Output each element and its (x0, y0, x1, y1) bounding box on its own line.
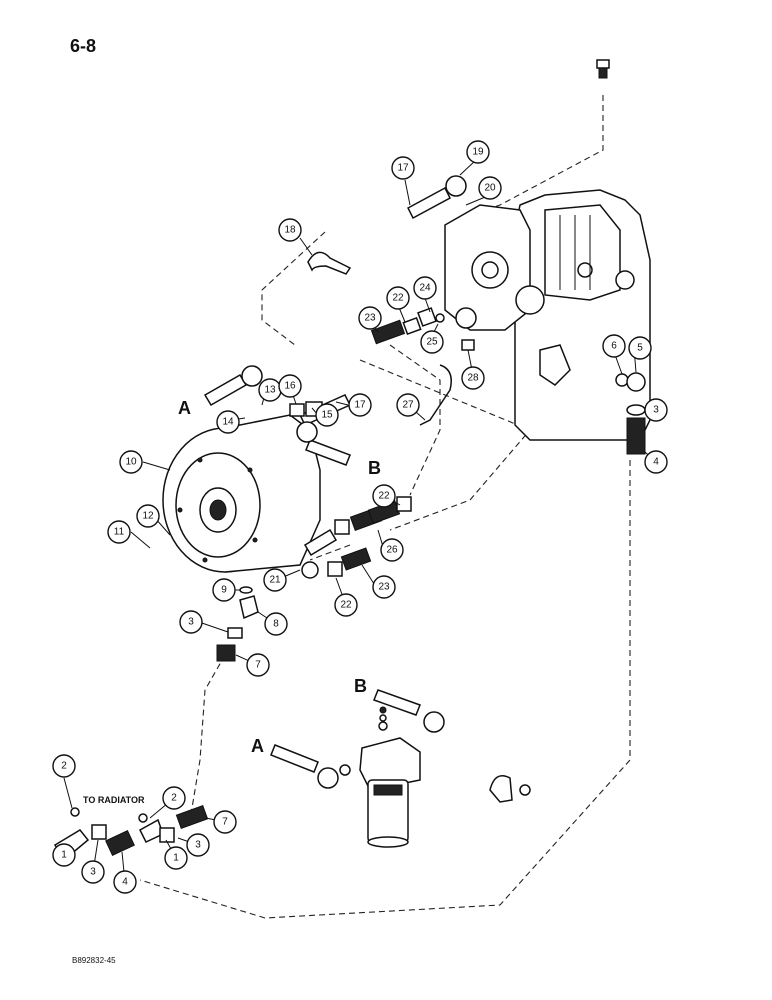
transmission-housing (444, 189, 651, 441)
callout-9: 9 (212, 578, 236, 602)
callout-23: 23 (372, 575, 396, 599)
callout-21: 21 (263, 568, 287, 592)
callout-14: 14 (216, 410, 240, 434)
callout-22: 22 (334, 593, 358, 617)
filter-assembly (359, 706, 421, 848)
callout-number: 21 (269, 575, 281, 586)
callout-2: 2 (52, 754, 76, 778)
callout-number: 7 (255, 660, 261, 671)
page-number: 6-8 (70, 36, 97, 56)
callout-number: 2 (171, 793, 177, 804)
callout-number: 16 (284, 381, 296, 392)
callout-number: 2 (61, 761, 67, 772)
callout-number: 3 (90, 867, 96, 878)
callout-number: 17 (354, 400, 366, 411)
callout-6: 6 (602, 334, 626, 358)
callout-17: 17 (391, 156, 415, 180)
callout-20: 20 (478, 176, 502, 200)
callout-3: 3 (81, 860, 105, 884)
callout-24: 24 (413, 276, 437, 300)
callout-number: 4 (653, 457, 659, 468)
callout-2: 2 (162, 786, 186, 810)
callout-number: 5 (637, 343, 643, 354)
callout-5: 5 (628, 336, 652, 360)
callout-11: 11 (107, 520, 131, 544)
callout-number: 1 (61, 850, 67, 861)
callout-16: 16 (278, 374, 302, 398)
callout-17: 17 (348, 393, 372, 417)
callout-number: 13 (264, 385, 276, 396)
callout-22: 22 (386, 286, 410, 310)
callout-number: 11 (114, 527, 125, 538)
callout-8: 8 (264, 612, 288, 636)
callout-number: 15 (321, 410, 333, 421)
callout-22: 22 (372, 484, 396, 508)
callout-18: 18 (278, 218, 302, 242)
callout-number: 12 (142, 511, 154, 522)
callout-number: 3 (195, 840, 201, 851)
connection-label-b-upper: B (368, 458, 381, 478)
callout-23: 23 (358, 306, 382, 330)
callout-number: 25 (426, 337, 438, 348)
callout-number: 7 (222, 817, 228, 828)
to-radiator-label: TO RADIATOR (83, 795, 145, 805)
callout-number: 6 (611, 341, 617, 352)
callout-25: 25 (420, 330, 444, 354)
callout-1: 1 (164, 846, 188, 870)
callout-number: 8 (273, 619, 279, 630)
callout-number: 22 (378, 491, 390, 502)
connection-label-a-upper: A (178, 398, 191, 418)
callout-3: 3 (179, 610, 203, 634)
callout-number: 9 (221, 585, 227, 596)
callout-19: 19 (466, 140, 490, 164)
callout-28: 28 (461, 366, 485, 390)
callout-number: 14 (222, 417, 234, 428)
callout-number: 28 (467, 373, 479, 384)
callout-12: 12 (136, 504, 160, 528)
callout-number: 4 (122, 877, 128, 888)
callout-13: 13 (258, 378, 282, 402)
callout-number: 1 (173, 853, 179, 864)
callout-number: 23 (378, 582, 390, 593)
callout-15: 15 (315, 403, 339, 427)
callout-7: 7 (213, 810, 237, 834)
callout-number: 17 (397, 163, 409, 174)
callout-number: 22 (392, 293, 404, 304)
callout-number: 24 (419, 283, 431, 294)
callout-number: 3 (653, 405, 659, 416)
connection-label-a-lower: A (251, 736, 264, 756)
top-bolt (596, 59, 610, 79)
callout-number: 22 (340, 600, 352, 611)
callout-3: 3 (644, 398, 668, 422)
callout-number: 19 (472, 147, 484, 158)
torque-converter-housing (162, 414, 321, 573)
callout-1: 1 (52, 843, 76, 867)
callout-number: 26 (386, 545, 398, 556)
callout-number: 3 (188, 617, 194, 628)
callout-3: 3 (186, 833, 210, 857)
callout-27: 27 (396, 393, 420, 417)
callout-number: 20 (484, 183, 496, 194)
drawing-code: B892832-45 (72, 956, 116, 965)
callout-10: 10 (119, 450, 143, 474)
callout-number: 23 (364, 313, 376, 324)
callout-number: 18 (284, 225, 296, 236)
callout-7: 7 (246, 653, 270, 677)
connection-label-b-lower: B (354, 676, 367, 696)
callout-number: 10 (125, 457, 137, 468)
callout-4: 4 (644, 450, 668, 474)
callout-26: 26 (380, 538, 404, 562)
hose-routes (139, 95, 631, 919)
callout-4: 4 (113, 870, 137, 894)
callout-number: 27 (402, 400, 414, 411)
